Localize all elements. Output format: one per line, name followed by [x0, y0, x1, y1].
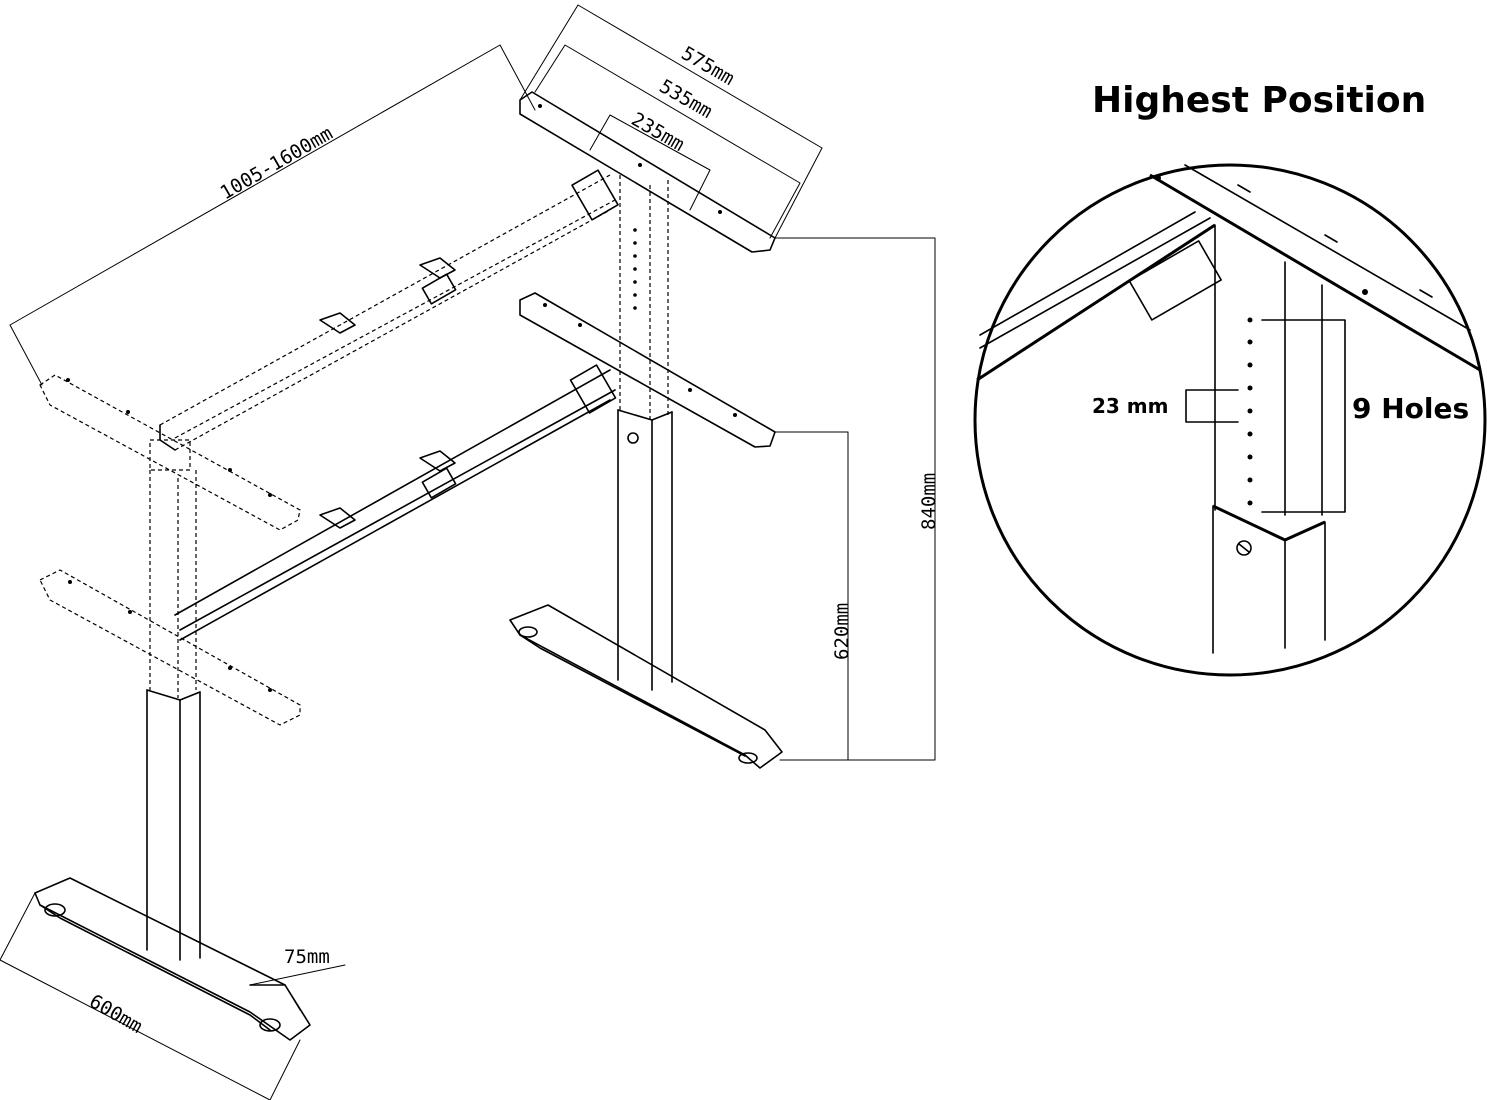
dim-top-inner: 235mm	[628, 108, 689, 156]
right-leg	[509, 91, 783, 769]
dimension-labels: 1005-1600mm 575mm 535mm 235mm 840mm 620m…	[86, 42, 941, 1038]
left-leg	[34, 470, 311, 1041]
detail-title: Highest Position	[1092, 80, 1426, 121]
detail-view: Highest Position 9 Holes	[973, 80, 1487, 677]
dim-frame-length: 1005-1600mm	[217, 122, 337, 204]
crossbars	[159, 169, 619, 641]
dim-top-outer: 575mm	[678, 42, 739, 90]
holes-label: 9 Holes	[1352, 392, 1469, 425]
dim-min-height: 620mm	[831, 603, 853, 660]
detail-holes	[1247, 317, 1253, 506]
dim-foot-length: 600mm	[86, 990, 147, 1038]
left-lower-arm	[39, 569, 301, 726]
dimension-lines	[0, 4, 936, 1100]
dim-foot-width: 75mm	[284, 946, 330, 968]
left-upper-arm	[39, 374, 301, 531]
spacing-label: 23 mm	[1092, 394, 1168, 418]
detail-circle	[973, 163, 1487, 677]
dim-max-height: 840mm	[918, 473, 940, 530]
column-holes	[633, 228, 637, 310]
